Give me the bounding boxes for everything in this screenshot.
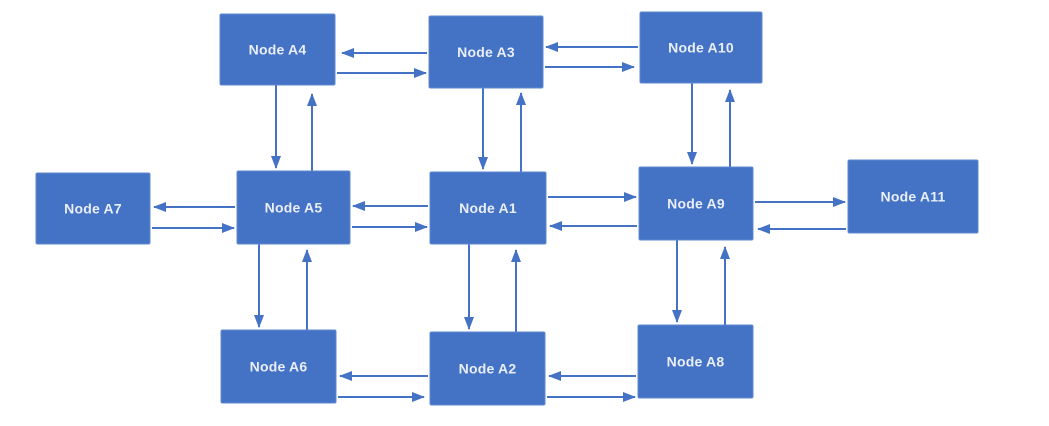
node-A5: Node A5 — [236, 170, 351, 245]
node-label: Node A11 — [881, 189, 946, 205]
node-A8: Node A8 — [637, 324, 754, 399]
node-label: Node A9 — [667, 196, 725, 212]
node-box — [219, 13, 336, 86]
node-A4: Node A4 — [219, 13, 336, 86]
node-label: Node A1 — [459, 200, 517, 216]
node-label: Node A10 — [668, 40, 734, 56]
node-label: Node A2 — [459, 361, 517, 377]
node-label: Node A6 — [250, 359, 308, 375]
node-box — [429, 331, 546, 406]
node-box — [35, 172, 151, 245]
node-A2: Node A2 — [429, 331, 546, 406]
node-box — [429, 171, 547, 245]
node-A11: Node A11 — [847, 159, 979, 234]
node-label: Node A5 — [265, 200, 323, 216]
node-label: Node A4 — [249, 42, 307, 58]
node-box — [638, 166, 754, 241]
node-A7: Node A7 — [35, 172, 151, 245]
node-box — [220, 329, 337, 404]
node-box — [637, 324, 754, 399]
node-A6: Node A6 — [220, 329, 337, 404]
node-label: Node A7 — [64, 201, 122, 217]
node-A3: Node A3 — [428, 15, 544, 89]
node-label: Node A3 — [457, 44, 515, 60]
node-A9: Node A9 — [638, 166, 754, 241]
node-box — [236, 170, 351, 245]
node-A1: Node A1 — [429, 171, 547, 245]
arrows-layer — [152, 42, 846, 402]
node-box — [639, 11, 763, 84]
node-box — [428, 15, 544, 89]
node-box — [847, 159, 979, 234]
node-label: Node A8 — [667, 354, 725, 370]
node-A10: Node A10 — [639, 11, 763, 84]
